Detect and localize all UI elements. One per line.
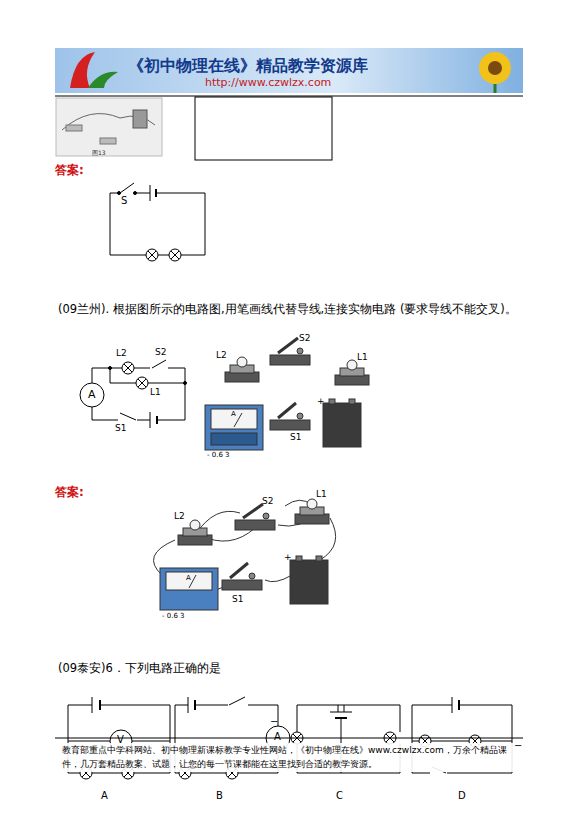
battery-terminal: +	[317, 396, 325, 407]
meter-terminal: −	[514, 740, 522, 752]
switch-label: S2	[262, 496, 273, 507]
switch-label: S	[121, 195, 127, 207]
answer-heading: 答案:	[55, 163, 84, 177]
switch-label: S2	[155, 347, 166, 358]
meter-terminal: −	[270, 716, 278, 728]
lamp-label: L1	[150, 387, 161, 398]
footer-note: 教育部重点中学科网站、初中物理新课标教学专业性网站，《初中物理在线》www.cz…	[62, 743, 524, 772]
switch-label: S1	[232, 594, 243, 605]
banner-url: http://www.czwlzx.com	[205, 76, 331, 89]
figure-number: 图13	[92, 149, 106, 156]
ammeter-terminals: - 0.6 3	[207, 451, 230, 459]
lamp-label: L2	[216, 350, 227, 361]
option-letter: C	[336, 790, 343, 802]
banner-title: 《初中物理在线》精品教学资源库	[128, 56, 368, 75]
option-letter: B	[216, 790, 223, 802]
lamp-label: L2	[174, 511, 185, 522]
option-letter: A	[101, 790, 108, 802]
ammeter-terminals: - 0.6 3	[162, 612, 185, 620]
ammeter-label: A	[231, 410, 236, 418]
answer-heading: 答案:	[55, 485, 84, 499]
switch-label: S2	[299, 333, 310, 344]
switch-label: S1	[290, 432, 301, 443]
question-text: (09兰州). 根据图所示的电路图,用笔画线代替导线,连接实物电路 (要求导线不…	[58, 303, 517, 317]
switch-label: S1	[115, 423, 126, 434]
question-text: (09泰安)6．下列电路正确的是	[58, 662, 221, 676]
option-letter: D	[458, 790, 466, 802]
ammeter-label: A	[186, 574, 191, 582]
lamp-label: L1	[316, 489, 327, 500]
ammeter-symbol: A	[88, 388, 96, 401]
battery-terminal: +	[284, 552, 292, 563]
lamp-label: L1	[357, 352, 368, 363]
lamp-label: L2	[116, 348, 127, 359]
ammeter-symbol: A	[274, 731, 281, 743]
